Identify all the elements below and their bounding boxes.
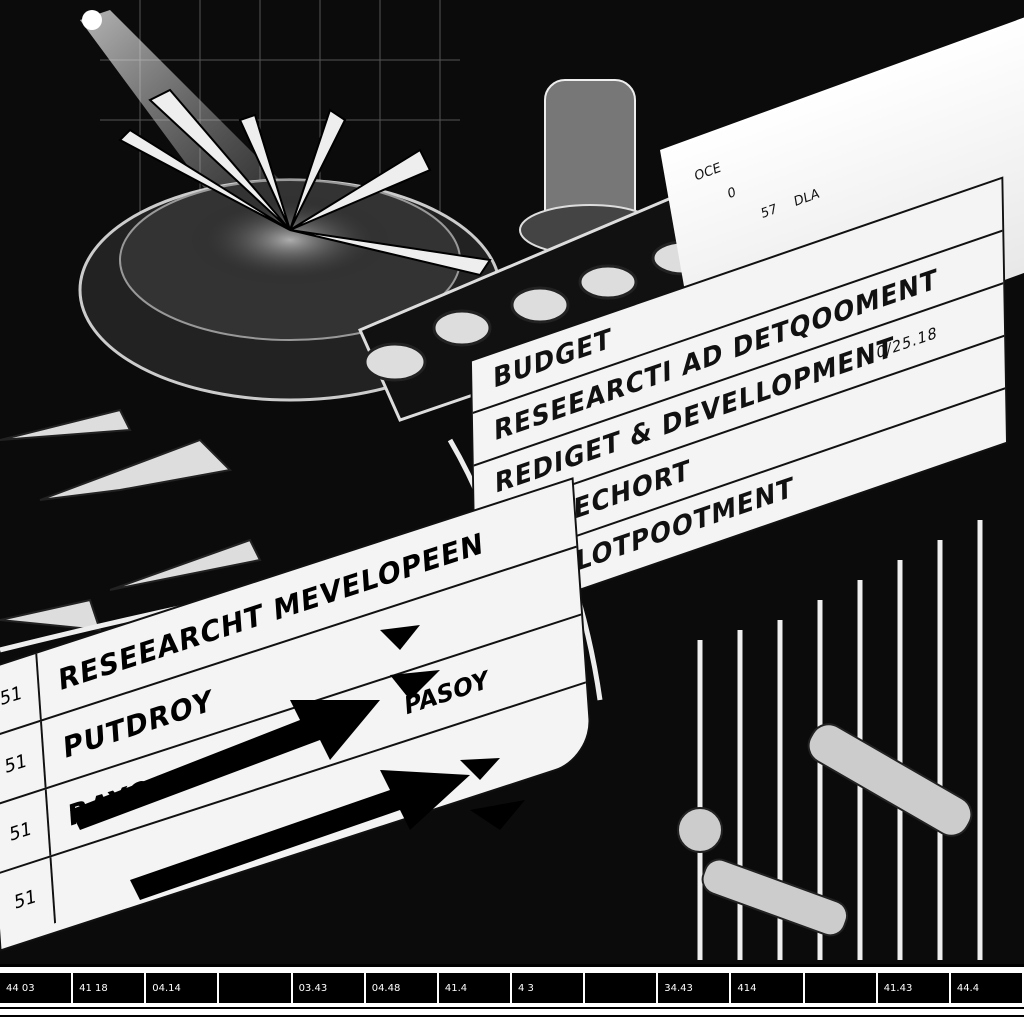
table-cell <box>585 973 659 1003</box>
table-cell: 4 3 <box>512 973 586 1003</box>
table-cell: 41.4 <box>439 973 512 1003</box>
pens <box>677 723 973 937</box>
row-extra: PASOY <box>403 664 490 721</box>
table-cell: 04.48 <box>366 973 439 1003</box>
bottom-table: 44 03 41 18 04.14 03.43 04.48 41.4 4 3 3… <box>0 964 1024 1027</box>
jets <box>0 408 262 632</box>
table-cell: 04.14 <box>146 973 220 1003</box>
table-cell: 41.43 <box>878 973 951 1003</box>
table-cell <box>805 973 878 1003</box>
table-cell: 44 03 <box>0 973 74 1003</box>
top-label: 0 <box>726 184 738 203</box>
table-divider <box>0 1007 1024 1017</box>
row-value: 0/25.18 <box>876 322 938 363</box>
top-label: OCE <box>693 160 722 185</box>
propeller-blades <box>118 88 492 277</box>
table-cell: 34.43 <box>658 973 732 1003</box>
table-cell: 44.4 <box>951 973 1024 1003</box>
table-cell: 41 18 <box>73 973 147 1003</box>
top-label: 57 <box>760 201 779 223</box>
table-cell: 03.43 <box>293 973 366 1003</box>
top-label: DLA <box>792 186 821 211</box>
table-row: 44 03 41 18 04.14 03.43 04.48 41.4 4 3 3… <box>0 973 1024 1003</box>
table-cell <box>219 973 293 1003</box>
table-cell: 414 <box>731 973 805 1003</box>
